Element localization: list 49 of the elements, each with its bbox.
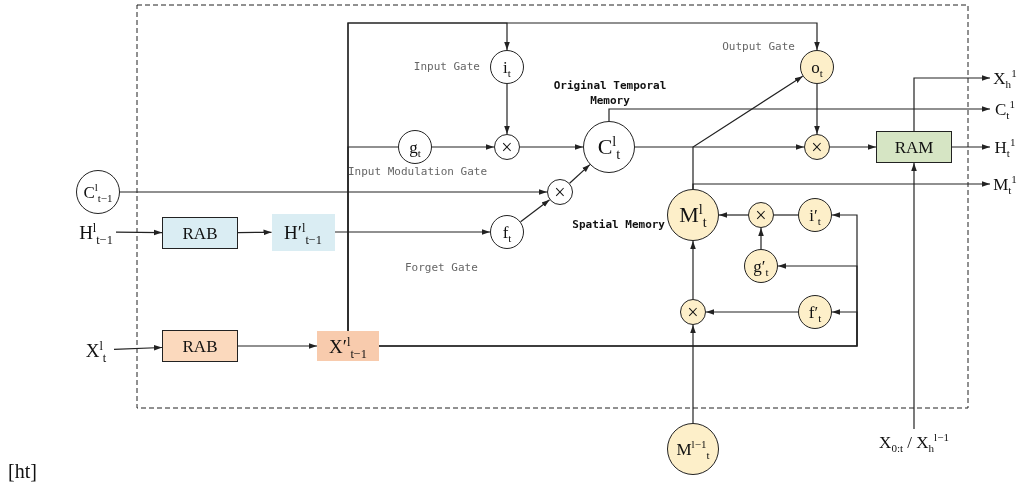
arrow [237,343,318,349]
arrow [378,309,858,347]
gate-circle: i′$_{t}$ [798,198,832,232]
arrow [814,83,820,135]
arrow [705,309,799,315]
arrow [951,144,991,150]
arrow [520,199,551,223]
gate-circle: g$_{t}$ [398,130,432,164]
gate-circle: f$_{t}$ [490,215,524,249]
connector-line [773,214,799,216]
gate-label: Input Modulation Gate [348,165,489,178]
arrow [608,106,991,122]
gate-label: Output Gate [721,40,795,53]
multiply-circle: × [680,299,706,325]
gate-circle: f′$_{t}$ [798,295,832,329]
multiply-circle: × [804,134,830,160]
arrow [913,75,991,132]
multiply-circle: × [547,179,573,205]
gate-circle: i$_{t}$ [490,50,524,84]
arrow [829,144,877,150]
gate-circle: o$_{t}$ [800,50,834,84]
arrow [333,229,491,235]
arrow [237,229,273,236]
block-box: RAB [162,217,238,249]
arrow [504,83,510,135]
memory-label: Spatial Memory [571,218,665,233]
block-box: RAM [876,131,952,163]
gate-circle: g′$_{t}$ [744,249,778,283]
arrow [718,212,749,218]
arrow [431,144,495,150]
arrow [692,181,991,190]
arrow [634,144,805,150]
block-box: RAB [162,330,238,362]
arrow [690,240,696,300]
arrow [569,164,591,184]
arrow [115,229,163,236]
multiply-circle: × [748,202,774,228]
gate-label: Forget Gate [405,261,479,274]
arrow [911,162,917,430]
arrow [113,345,163,351]
arrow [347,22,820,332]
arrow [119,189,548,195]
placement-note: [ht] [8,460,37,483]
memory-label: Original Temporal Memory [552,79,668,109]
gate-label: Input Gate [412,60,480,73]
arrow [519,144,584,150]
arrow [758,227,764,250]
multiply-circle: × [494,134,520,160]
arrow [690,324,696,424]
